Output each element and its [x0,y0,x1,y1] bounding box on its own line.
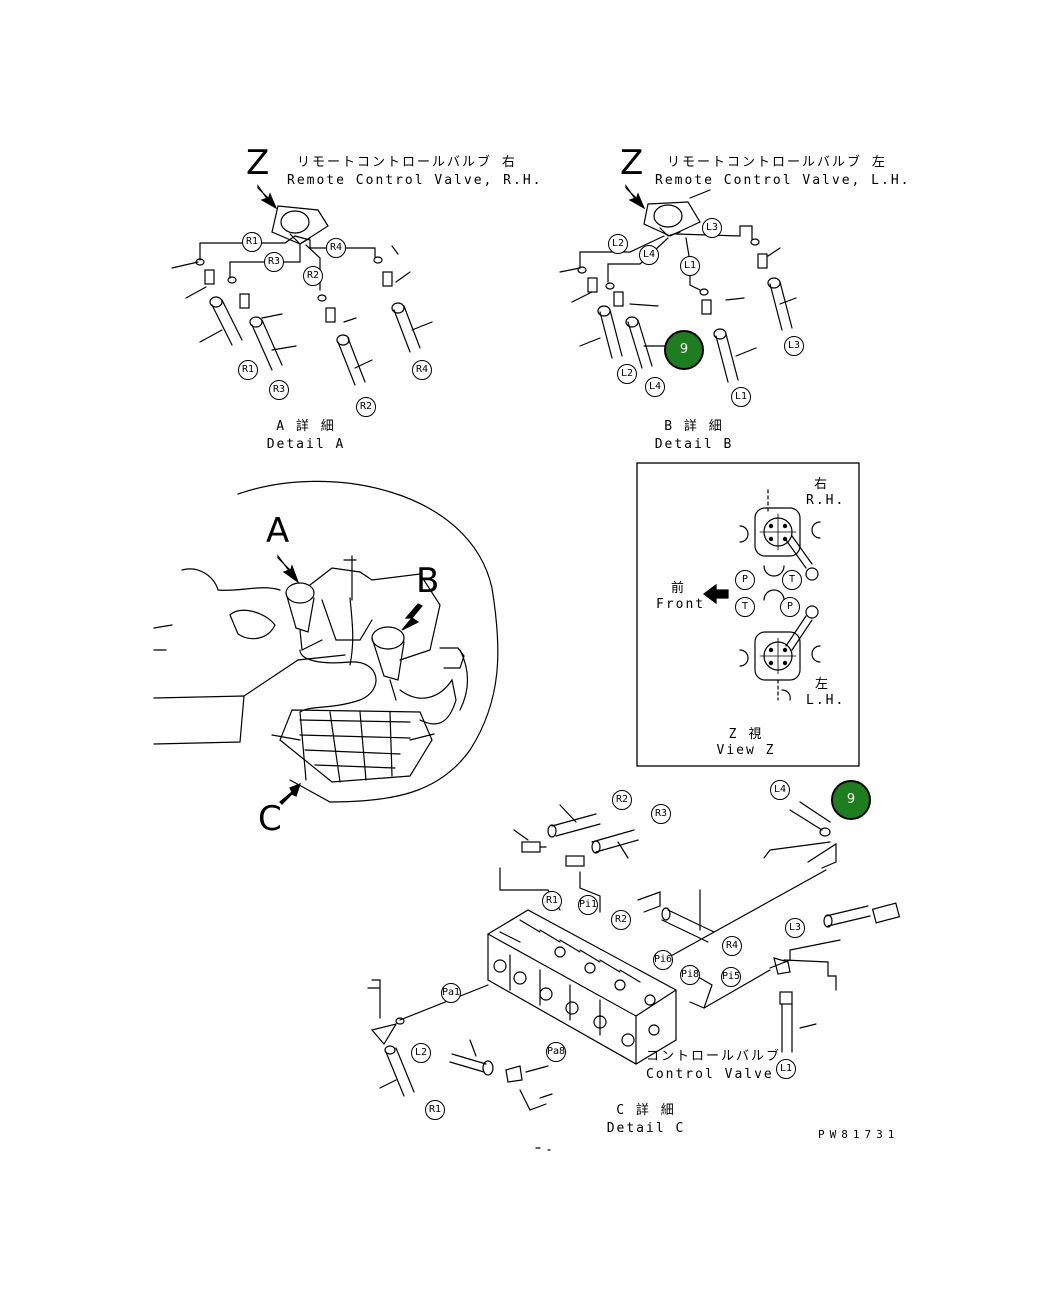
callout-r4-hose[interactable]: R4 [412,360,432,380]
drawing-code: PW81731 [818,1128,900,1141]
callout-c-pi8[interactable]: Pi8 [680,965,700,985]
overview-letter-b: B [416,561,440,601]
detail-b-caption-en: Detail B [654,437,734,452]
callout-c-l4[interactable]: L4 [770,780,790,800]
callout-c-l3[interactable]: L3 [785,918,805,938]
overview-drawing [153,480,499,805]
view-z-rh-en: R.H. [806,493,846,508]
detail-b-drawing [559,184,797,383]
callout-l2-hose[interactable]: L2 [617,364,637,384]
detail-b-caption-jp: B 詳 細 [664,419,724,434]
callout-c-pa8[interactable]: Pa8 [546,1042,566,1062]
callout-c-pi1[interactable]: Pi1 [578,895,598,915]
view-z-caption-jp: Z 視 [728,727,764,742]
detail-c-caption-jp: C 詳 細 [616,1103,676,1118]
callout-c-pa1[interactable]: Pa1 [441,983,461,1003]
callout-c-pi6[interactable]: Pi6 [653,950,673,970]
callout-r4[interactable]: R4 [326,238,346,258]
control-valve-label-jp: コントロールバルブ [646,1049,782,1064]
view-z-rh-jp: 右 [814,477,830,492]
view-z-drawing [636,462,860,767]
overview-letter-a: A [266,511,290,551]
control-valve-label-en: Control Valve [646,1067,774,1082]
port-t-upper: T [782,570,802,590]
callout-c-r3[interactable]: R3 [651,804,671,824]
callout-r3[interactable]: R3 [264,252,284,272]
detail-a-title-en: Remote Control Valve, R.H. [287,173,543,188]
detail-a-caption-jp: A 詳 細 [276,419,336,434]
port-p-upper: P [735,570,755,590]
detail-b-view-letter: Z [620,143,644,183]
detail-a-title-jp: リモートコントロールバルブ 右 [297,155,517,170]
port-t-lower: T [735,597,755,617]
detail-a-view-letter: Z [246,143,270,183]
view-z-front-en: Front [656,597,706,612]
callout-l2[interactable]: L2 [608,234,628,254]
callout-l3-hose[interactable]: L3 [784,336,804,356]
item-9-badge-detail-b[interactable]: 9 [664,330,704,370]
view-z-front-jp: 前 [671,581,687,596]
callout-c-r1-hose[interactable]: R1 [425,1100,445,1120]
callout-l4-hose[interactable]: L4 [645,377,665,397]
port-p-lower: P [780,597,800,617]
detail-b-title-jp: リモートコントロールバルブ 左 [667,155,887,170]
view-z-lh-en: L.H. [806,693,846,708]
detail-a-caption-en: Detail A [266,437,346,452]
callout-c-l2[interactable]: L2 [411,1043,431,1063]
callout-r2-hose[interactable]: R2 [356,397,376,417]
overview-letter-c: C [258,799,282,839]
detail-b-title-en: Remote Control Valve, L.H. [655,173,911,188]
detail-a-drawing [171,184,433,386]
callout-c-r2-fitting[interactable]: R2 [611,910,631,930]
detail-c-caption-en: Detail C [606,1121,686,1136]
callout-r1-hose[interactable]: R1 [238,360,258,380]
callout-c-r1[interactable]: R1 [542,891,562,911]
callout-l1[interactable]: L1 [680,256,700,276]
callout-r3-hose[interactable]: R3 [269,380,289,400]
callout-c-pi5[interactable]: Pi5 [721,967,741,987]
view-z-lh-jp: 左 [815,677,831,692]
callout-c-r2[interactable]: R2 [612,790,632,810]
view-z-caption-en: View Z [716,743,776,758]
callout-r1[interactable]: R1 [242,232,262,252]
detail-c-drawing [367,801,901,1151]
callout-l3[interactable]: L3 [702,218,722,238]
callout-r2[interactable]: R2 [303,266,323,286]
callout-c-r4[interactable]: R4 [722,936,742,956]
callout-c-l1[interactable]: L1 [776,1059,796,1079]
item-9-badge-detail-c[interactable]: 9 [831,780,871,820]
callout-l1-hose[interactable]: L1 [731,387,751,407]
callout-l4[interactable]: L4 [639,245,659,265]
